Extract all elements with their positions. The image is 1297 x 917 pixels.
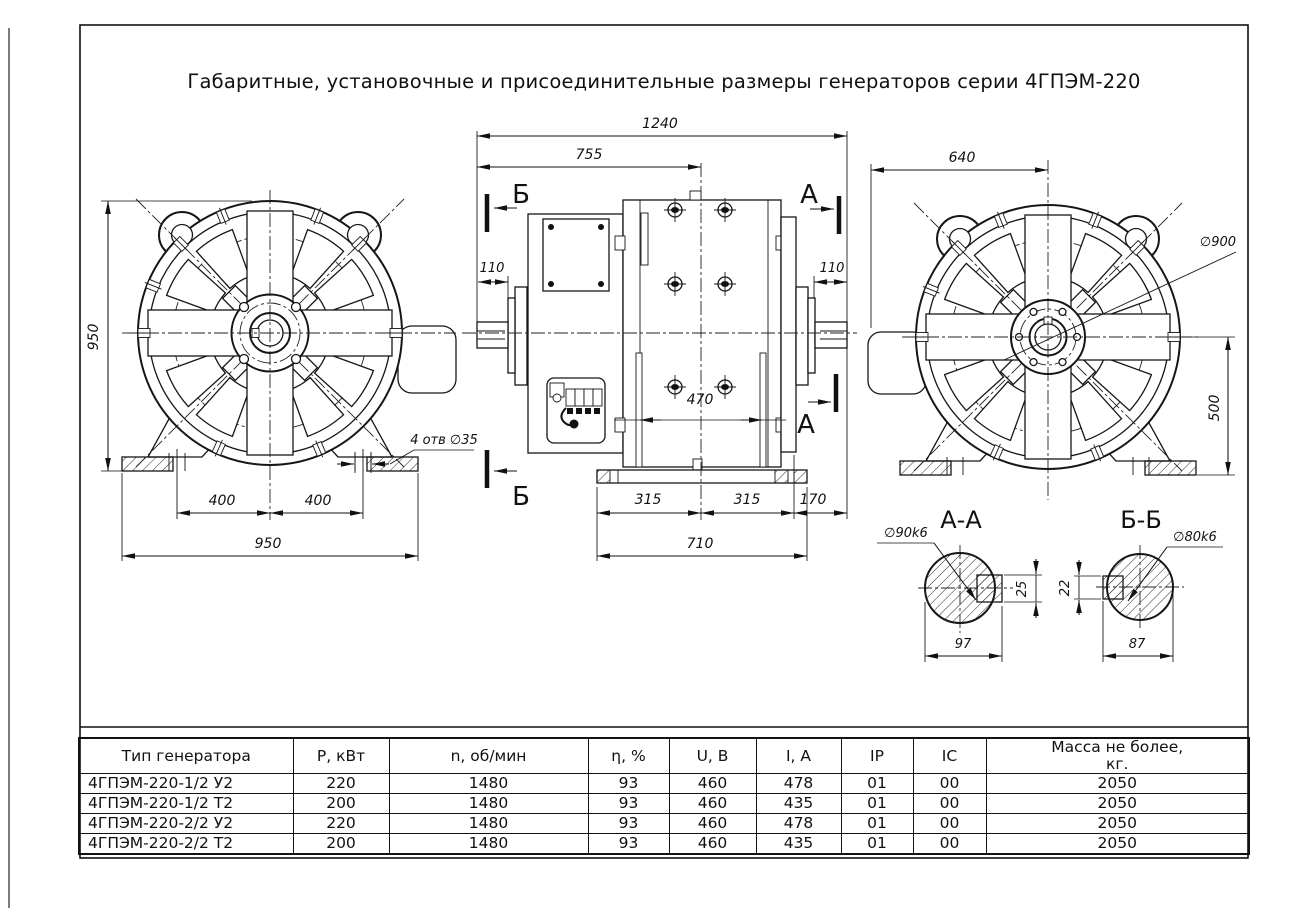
cell-type: 4ГПЭМ-220-1/2 Т2 [78,793,294,815]
section-letter-a: А [797,410,815,440]
cell-type: 4ГПЭМ-220-2/2 Т2 [78,833,294,855]
dim-aa-key-height: 25 [1015,581,1030,598]
cell-mass: 2050 [985,773,1250,795]
dim-rear-axis-height: 500 [1207,395,1223,422]
front-view: 950 400 400 950 4 отв ∅35 [86,190,478,561]
section-letter-a: А [800,180,818,210]
section-marker-a-top: А [800,180,842,234]
cell-efficiency: 93 [587,773,670,795]
section-bb-title: Б-Б [1120,506,1162,534]
section-marker-b-top: Б [484,180,530,232]
col-header-speed: n, об/мин [388,737,589,775]
dim-bb-width: 87 [1129,637,1146,652]
cell-type: 4ГПЭМ-220-2/2 У2 [78,813,294,835]
section-marker-a-bottom: А [797,374,839,440]
table-header-row: Тип генератора Р, кВт n, об/мин η, % U, … [78,737,1250,775]
cell-ip: 01 [840,793,914,815]
side-cover-protrusion [397,325,457,394]
table-row: 4ГПЭМ-220-2/2 Т2 200 1480 93 460 435 01 … [78,833,1250,855]
cell-current: 478 [755,773,842,795]
dim-side-overall-length: 1240 [642,116,678,132]
dim-aa-shaft-diameter: ∅90k6 [884,526,928,541]
cell-speed: 1480 [388,833,589,855]
cell-ic: 00 [912,833,987,855]
dim-side-foot-left: 315 [635,492,662,508]
section-aa: А-А ∅90k6 25 97 [877,506,1042,662]
dim-side-inner-span: 470 [687,392,714,408]
cell-ic: 00 [912,793,987,815]
col-header-ip: IP [840,737,914,775]
dim-rear-frame-diameter: ∅900 [1200,235,1236,250]
cell-current: 435 [755,833,842,855]
cell-power: 200 [292,793,390,815]
cell-current: 478 [755,813,842,835]
cell-ic: 00 [912,773,987,795]
cell-power: 220 [292,773,390,795]
cell-voltage: 460 [668,773,757,795]
cell-current: 435 [755,793,842,815]
dim-side-shaft-right: 110 [820,261,845,276]
col-header-current: I, А [755,737,842,775]
cell-mass: 2050 [985,813,1250,835]
cell-mass: 2050 [985,793,1250,815]
section-letter-b: Б [512,482,530,512]
cell-power: 200 [292,833,390,855]
side-view: 1240 755 110 110 470 315 315 170 710 Б Б… [462,116,857,561]
dim-side-base-width: 710 [687,536,714,552]
dim-bb-shaft-diameter: ∅80k6 [1173,530,1217,545]
cell-efficiency: 93 [587,793,670,815]
cell-ip: 01 [840,833,914,855]
table-row: 4ГПЭМ-220-1/2 Т2 200 1480 93 460 435 01 … [78,793,1250,815]
cell-mass: 2050 [985,833,1250,855]
brush-inspection-box [546,377,606,444]
dim-aa-width: 97 [955,637,972,652]
col-header-ic: IC [912,737,987,775]
table-row: 4ГПЭМ-220-1/2 У2 220 1480 93 460 478 01 … [78,773,1250,795]
col-header-power: Р, кВт [292,737,390,775]
cell-efficiency: 93 [587,813,670,835]
table-row: 4ГПЭМ-220-2/2 У2 220 1480 93 460 478 01 … [78,813,1250,835]
col-header-voltage: U, В [668,737,757,775]
section-aa-title: А-А [940,506,982,534]
mount-holes-note: 4 отв ∅35 [410,433,478,448]
shaft-left [476,286,528,386]
dim-front-width: 950 [255,536,282,552]
dim-rear-half-width: 640 [949,150,976,166]
col-header-efficiency: η, % [587,737,670,775]
cell-speed: 1480 [388,773,589,795]
cell-efficiency: 93 [587,833,670,855]
rear-view: 640 ∅900 500 [867,150,1237,500]
page-title: Габаритные, установочные и присоединител… [187,70,1141,93]
spec-table: Тип генератора Р, кВт n, об/мин η, % U, … [78,737,1250,856]
cell-ic: 00 [912,813,987,835]
dim-side-foot-right: 315 [734,492,761,508]
cell-voltage: 460 [668,793,757,815]
dim-side-shaft-left: 110 [480,261,505,276]
cell-ip: 01 [840,773,914,795]
cell-power: 220 [292,813,390,835]
dim-side-overhang: 170 [800,492,827,508]
dim-side-length-to-center: 755 [576,147,603,163]
cell-type: 4ГПЭМ-220-1/2 У2 [78,773,294,795]
cell-speed: 1480 [388,813,589,835]
cell-voltage: 460 [668,813,757,835]
col-header-type: Тип генератора [78,737,294,775]
col-header-mass: Масса не более, кг. [985,737,1250,775]
sheet-frame [8,24,1249,908]
section-letter-b: Б [512,180,530,210]
shaft-right [795,286,848,386]
dim-front-height: 950 [86,324,102,351]
terminal-box [542,218,610,292]
cell-ip: 01 [840,813,914,835]
cell-speed: 1480 [388,793,589,815]
section-bb: Б-Б ∅80k6 22 87 [1058,506,1223,662]
section-marker-b-bottom: Б [484,450,530,512]
cell-voltage: 460 [668,833,757,855]
dim-front-foot-left: 400 [209,493,236,509]
dim-front-foot-right: 400 [305,493,332,509]
dim-bb-key-height: 22 [1058,580,1073,597]
